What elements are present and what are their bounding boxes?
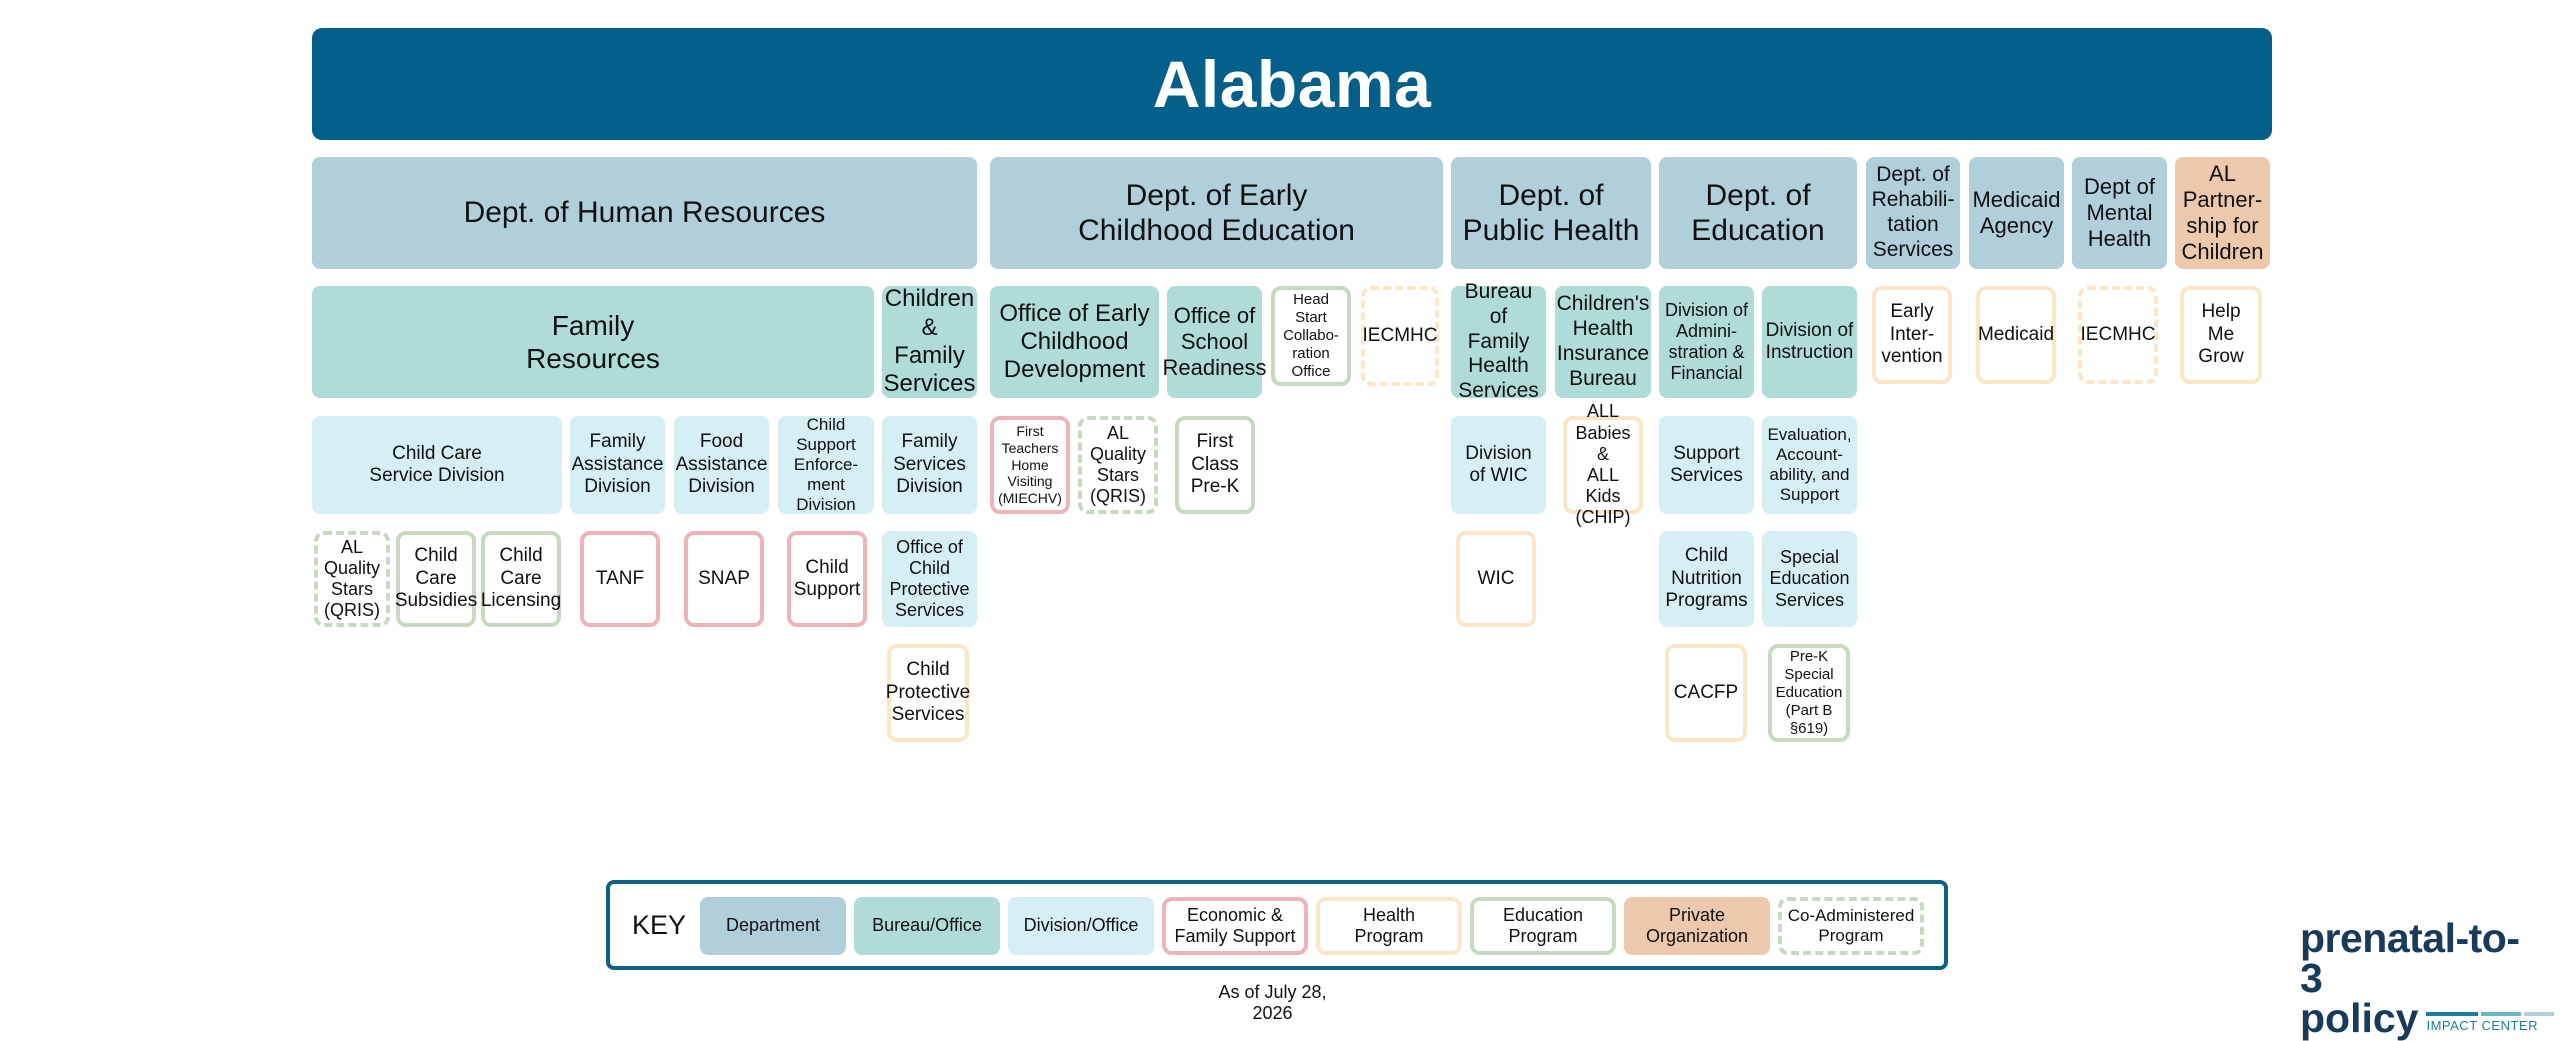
pre-k-special-education: Pre-K Special Education (Part B §619) xyxy=(1768,644,1850,742)
dept-early-childhood-education: Dept. of Early Childhood Education xyxy=(990,157,1443,269)
legend-key: KEY Department Bureau/Office Division/Of… xyxy=(606,880,1948,970)
key-bureau-office: Bureau/Office xyxy=(854,897,1000,955)
al-partnership-for-children: AL Partner- ship for Children xyxy=(2175,157,2270,269)
support-services: Support Services xyxy=(1659,416,1754,514)
child-care-subsidies: Child Care Subsidies xyxy=(395,531,477,627)
al-quality-stars-dhr: AL Quality Stars (QRIS) xyxy=(314,531,390,627)
dept-education: Dept. of Education xyxy=(1659,157,1857,269)
division-administration-financial: Division of Admini- stration & Financial xyxy=(1659,286,1754,398)
office-child-protective-services: Office of Child Protective Services xyxy=(882,531,977,627)
childrens-health-insurance-bureau: Children's Health Insurance Bureau xyxy=(1555,286,1651,398)
children-family-services: Children & Family Services xyxy=(882,285,977,398)
family-assistance-division: Family Assistance Division xyxy=(570,416,665,514)
early-intervention: Early Inter- vention xyxy=(1872,286,1952,384)
child-support: Child Support xyxy=(787,531,867,627)
snap: SNAP xyxy=(684,531,764,627)
office-school-readiness: Office of School Readiness xyxy=(1163,286,1266,398)
chart-title: Alabama xyxy=(312,28,2272,140)
iecmhc-dece: IECMHC xyxy=(1361,286,1439,386)
dept-human-resources: Dept. of Human Resources xyxy=(312,157,977,269)
division-of-wic: Division of WIC xyxy=(1451,416,1546,514)
child-protective-services: Child Protective Services xyxy=(886,644,970,742)
logo-tagline: IMPACT CENTER xyxy=(2426,1017,2538,1033)
dept-rehabilitation-services: Dept. of Rehabili- tation Services xyxy=(1866,157,1960,269)
help-me-grow: Help Me Grow xyxy=(2180,286,2262,384)
key-economic-family-support: Economic & Family Support xyxy=(1162,897,1308,955)
key-division-office: Division/Office xyxy=(1008,897,1154,955)
family-services-division: Family Services Division xyxy=(882,416,977,514)
bureau-family-health-services: Bureau of Family Health Services xyxy=(1451,280,1546,402)
child-support-enforcement-division: Child Support Enforce- ment Division xyxy=(778,415,874,514)
key-department: Department xyxy=(700,897,846,955)
dept-public-health: Dept. of Public Health xyxy=(1451,157,1651,269)
key-education-program: Education Program xyxy=(1470,897,1616,955)
key-co-administered-program: Co-Administered Program xyxy=(1778,897,1924,955)
child-care-licensing: Child Care Licensing xyxy=(481,531,561,627)
office-early-childhood-development: Office of Early Childhood Development xyxy=(990,286,1159,398)
logo-line2: policy xyxy=(2300,995,2419,1041)
dept-mental-health: Dept of Mental Health xyxy=(2072,157,2167,269)
special-education-services: Special Education Services xyxy=(1762,531,1857,627)
wic: WIC xyxy=(1456,531,1536,627)
iecmhc-mental-health: IECMHC xyxy=(2078,286,2158,384)
logo-line1: prenatal-to-3 xyxy=(2300,915,2520,1001)
dept-medicaid-agency: Medicaid Agency xyxy=(1969,157,2064,269)
child-care-service-division: Child Care Service Division xyxy=(312,416,562,514)
evaluation-accountability-support: Evaluation, Account- ability, and Suppor… xyxy=(1762,416,1857,514)
tanf: TANF xyxy=(580,531,660,627)
al-quality-stars-dece: AL Quality Stars (QRIS) xyxy=(1078,416,1158,514)
medicaid-program: Medicaid xyxy=(1976,286,2056,384)
key-health-program: Health Program xyxy=(1316,897,1462,955)
family-resources: Family Resources xyxy=(312,286,874,398)
all-babies-all-kids: ALL Babies & ALL Kids (CHIP) xyxy=(1563,401,1643,527)
cacfp: CACFP xyxy=(1665,644,1747,742)
division-of-instruction: Division of Instruction xyxy=(1762,286,1857,398)
logo-color-bars-icon xyxy=(2426,1011,2555,1016)
first-teachers-home-visiting: First Teachers Home Visiting (MIECHV) xyxy=(990,416,1070,514)
prenatal-to-3-logo: prenatal-to-3 policy IMPACT CENTER xyxy=(2300,915,2555,1039)
first-class-pre-k: First Class Pre-K xyxy=(1175,416,1255,514)
head-start-collaboration-office: Head Start Collabo- ration Office xyxy=(1271,286,1351,386)
child-nutrition-programs: Child Nutrition Programs xyxy=(1659,531,1754,627)
key-private-organization: Private Organization xyxy=(1624,897,1770,955)
as-of-date: As of July 28, 2026 xyxy=(1218,982,1327,1023)
key-title: KEY xyxy=(632,909,687,940)
food-assistance-division: Food Assistance Division xyxy=(674,416,769,514)
